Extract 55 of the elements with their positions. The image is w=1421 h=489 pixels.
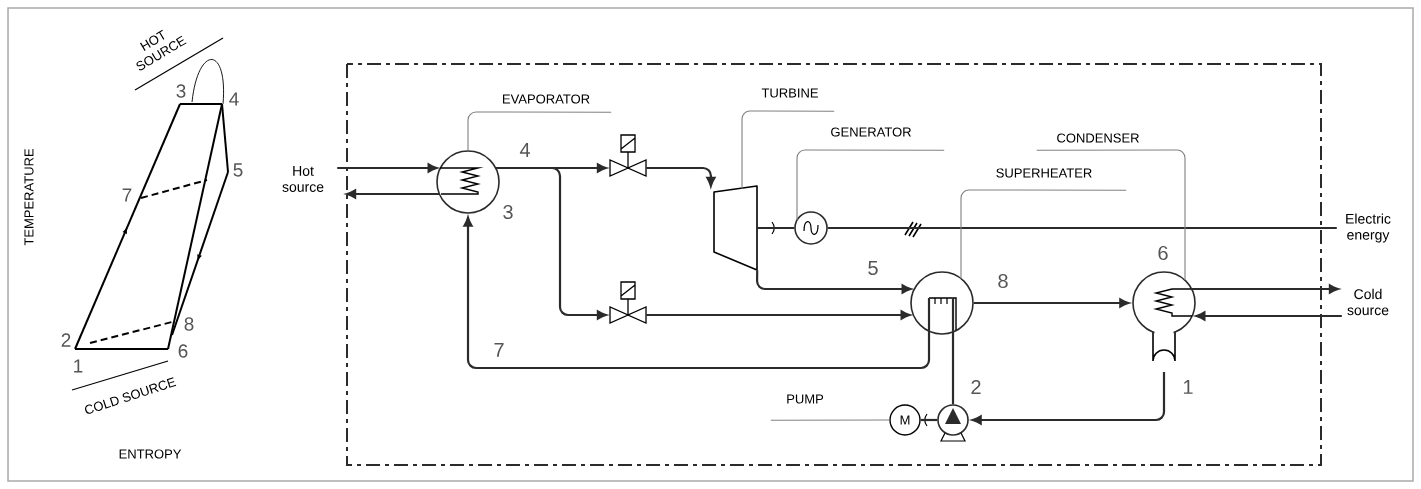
leader-line bbox=[1036, 149, 1186, 281]
pump-symbol bbox=[937, 404, 969, 442]
superheater-symbol bbox=[910, 271, 974, 335]
leader-line bbox=[960, 189, 1127, 280]
leader-line bbox=[467, 111, 612, 151]
valve-symbol bbox=[609, 134, 647, 177]
state-number: 5 bbox=[868, 261, 878, 275]
flow-arrow bbox=[463, 216, 931, 370]
point-number: 2 bbox=[61, 333, 71, 347]
flow-arrow bbox=[646, 310, 911, 320]
state-number: 3 bbox=[503, 204, 513, 220]
component-label: EVAPORATOR bbox=[503, 94, 590, 104]
flow-arrow bbox=[495, 166, 607, 320]
port-label: Cold source bbox=[1347, 288, 1389, 316]
shaft-line bbox=[757, 226, 795, 230]
flow-arrow bbox=[337, 163, 438, 173]
flow-arrow bbox=[646, 166, 716, 187]
generator-symbol bbox=[794, 211, 828, 245]
flow-arrow bbox=[1191, 284, 1339, 294]
wire-line bbox=[827, 226, 1337, 230]
flow-arrow bbox=[971, 372, 1166, 425]
shaft-line bbox=[920, 418, 938, 422]
point-number: 4 bbox=[229, 92, 239, 106]
axis-label: TEMPERATURE bbox=[24, 148, 34, 246]
condenser-symbol bbox=[1132, 271, 1196, 362]
point-number: 3 bbox=[176, 84, 186, 98]
evaporator-symbol bbox=[436, 150, 500, 214]
port-label: Electric energy bbox=[1346, 213, 1391, 243]
point-number: 1 bbox=[74, 359, 83, 373]
state-number: 4 bbox=[519, 143, 530, 157]
turbine-symbol bbox=[713, 185, 758, 271]
state-number: 8 bbox=[998, 273, 1008, 289]
point-number: 7 bbox=[122, 188, 132, 202]
leader-line bbox=[770, 419, 890, 421]
state-number: 2 bbox=[971, 380, 981, 394]
point-number: 6 bbox=[178, 344, 188, 358]
leader-line bbox=[741, 110, 835, 190]
leader-line bbox=[796, 149, 945, 221]
component-label: TURBINE bbox=[761, 88, 818, 98]
component-label: SUPERHEATER bbox=[996, 168, 1092, 178]
point-number: 8 bbox=[184, 317, 194, 331]
port-label: Hot source bbox=[282, 166, 324, 192]
axis-label: ENTROPY bbox=[119, 449, 182, 459]
flow-arrow bbox=[1195, 311, 1342, 321]
component-label: PUMP bbox=[787, 394, 824, 404]
component-label: GENERATOR bbox=[831, 127, 911, 137]
component-label: CONDENSER bbox=[1057, 133, 1139, 143]
state-number: 1 bbox=[1183, 380, 1193, 394]
flow-arrow bbox=[973, 298, 1130, 308]
pipe-line bbox=[951, 298, 955, 405]
flow-arrow bbox=[346, 189, 440, 199]
point-number: 5 bbox=[233, 163, 243, 177]
state-number: 7 bbox=[494, 343, 504, 357]
state-number: 6 bbox=[1158, 245, 1168, 261]
valve-symbol bbox=[609, 281, 647, 324]
